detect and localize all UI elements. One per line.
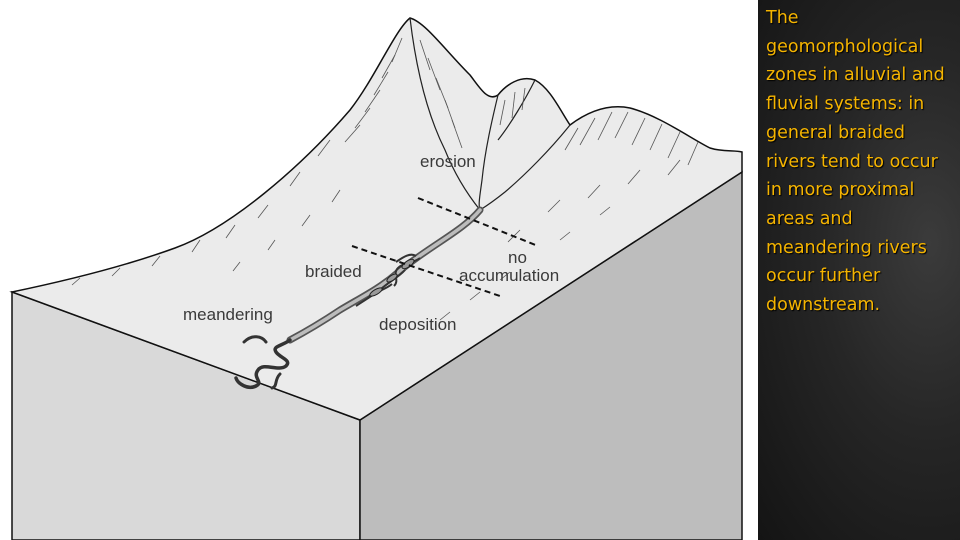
terrain-surface xyxy=(9,17,743,421)
caption-text: The geomorphological zones in alluvial a… xyxy=(766,8,945,316)
braid-bars xyxy=(369,258,415,297)
lower-zone-boundary xyxy=(351,245,501,297)
geomorphology-diagram: erosion braided no accumulation meanderi… xyxy=(9,17,743,540)
oxbow-lakes xyxy=(242,335,282,390)
caption-panel: The geomorphological zones in alluvial a… xyxy=(758,0,960,540)
upper-zone-boundary xyxy=(417,197,539,247)
meandering-channel xyxy=(234,338,292,390)
label-accumulation: accumulation xyxy=(459,266,559,285)
label-braided: braided xyxy=(305,262,362,281)
mountain-ridges xyxy=(409,17,571,211)
label-meandering: meandering xyxy=(183,305,273,324)
label-deposition: deposition xyxy=(379,315,457,334)
label-no: no xyxy=(508,248,527,267)
label-erosion: erosion xyxy=(420,152,476,171)
slope-hatching xyxy=(71,37,699,321)
